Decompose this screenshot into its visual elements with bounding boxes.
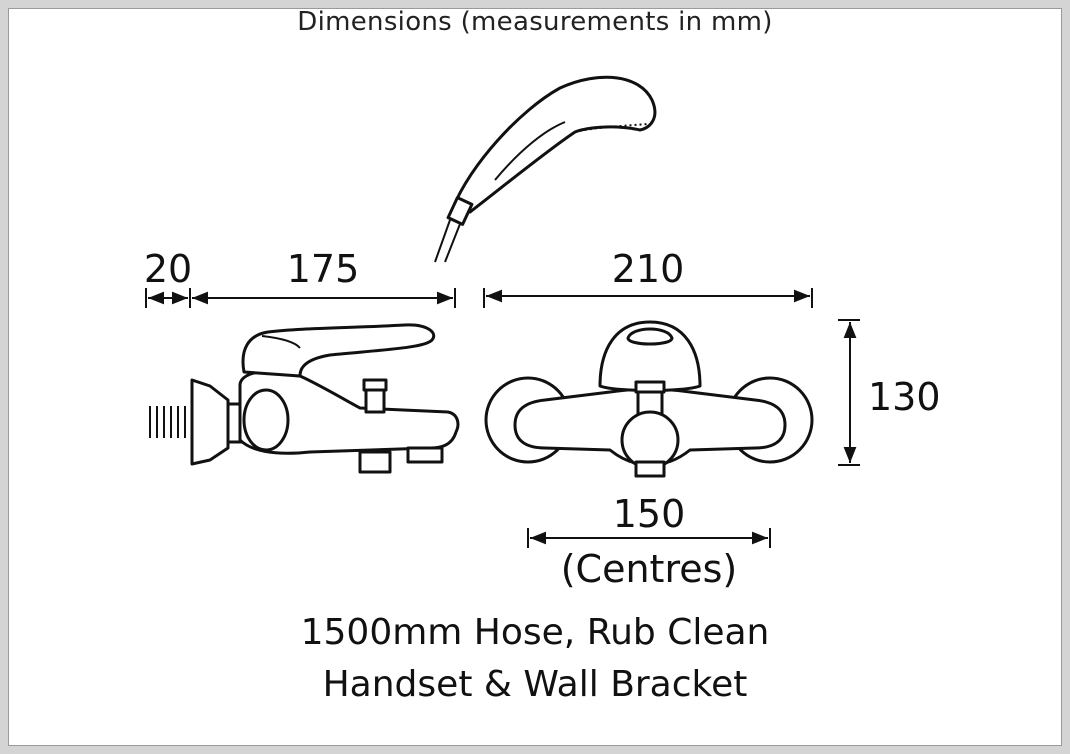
dim-210-line [483,288,813,308]
dim-175-label: 175 [287,247,360,291]
dim-175-line [192,288,456,308]
dim-150-label: 150 [613,492,686,536]
diagram-title: Dimensions (measurements in mm) [297,7,773,37]
dim-150-line [527,528,771,548]
dim-130-line [838,319,860,466]
wall-hatch [149,406,186,438]
dim-130-label: 130 [868,375,941,419]
dim-210-label: 210 [612,247,685,291]
note-line-1: 1500mm Hose, Rub Clean [300,612,770,653]
centres-label: (Centres) [561,547,738,591]
note-line-2: Handset & Wall Bracket [322,664,748,705]
dim-20-line [145,288,191,308]
dim-20-label: 20 [144,247,192,291]
tap-front-view [484,320,814,478]
tap-side-view [149,323,460,474]
handset-shape [434,75,657,263]
